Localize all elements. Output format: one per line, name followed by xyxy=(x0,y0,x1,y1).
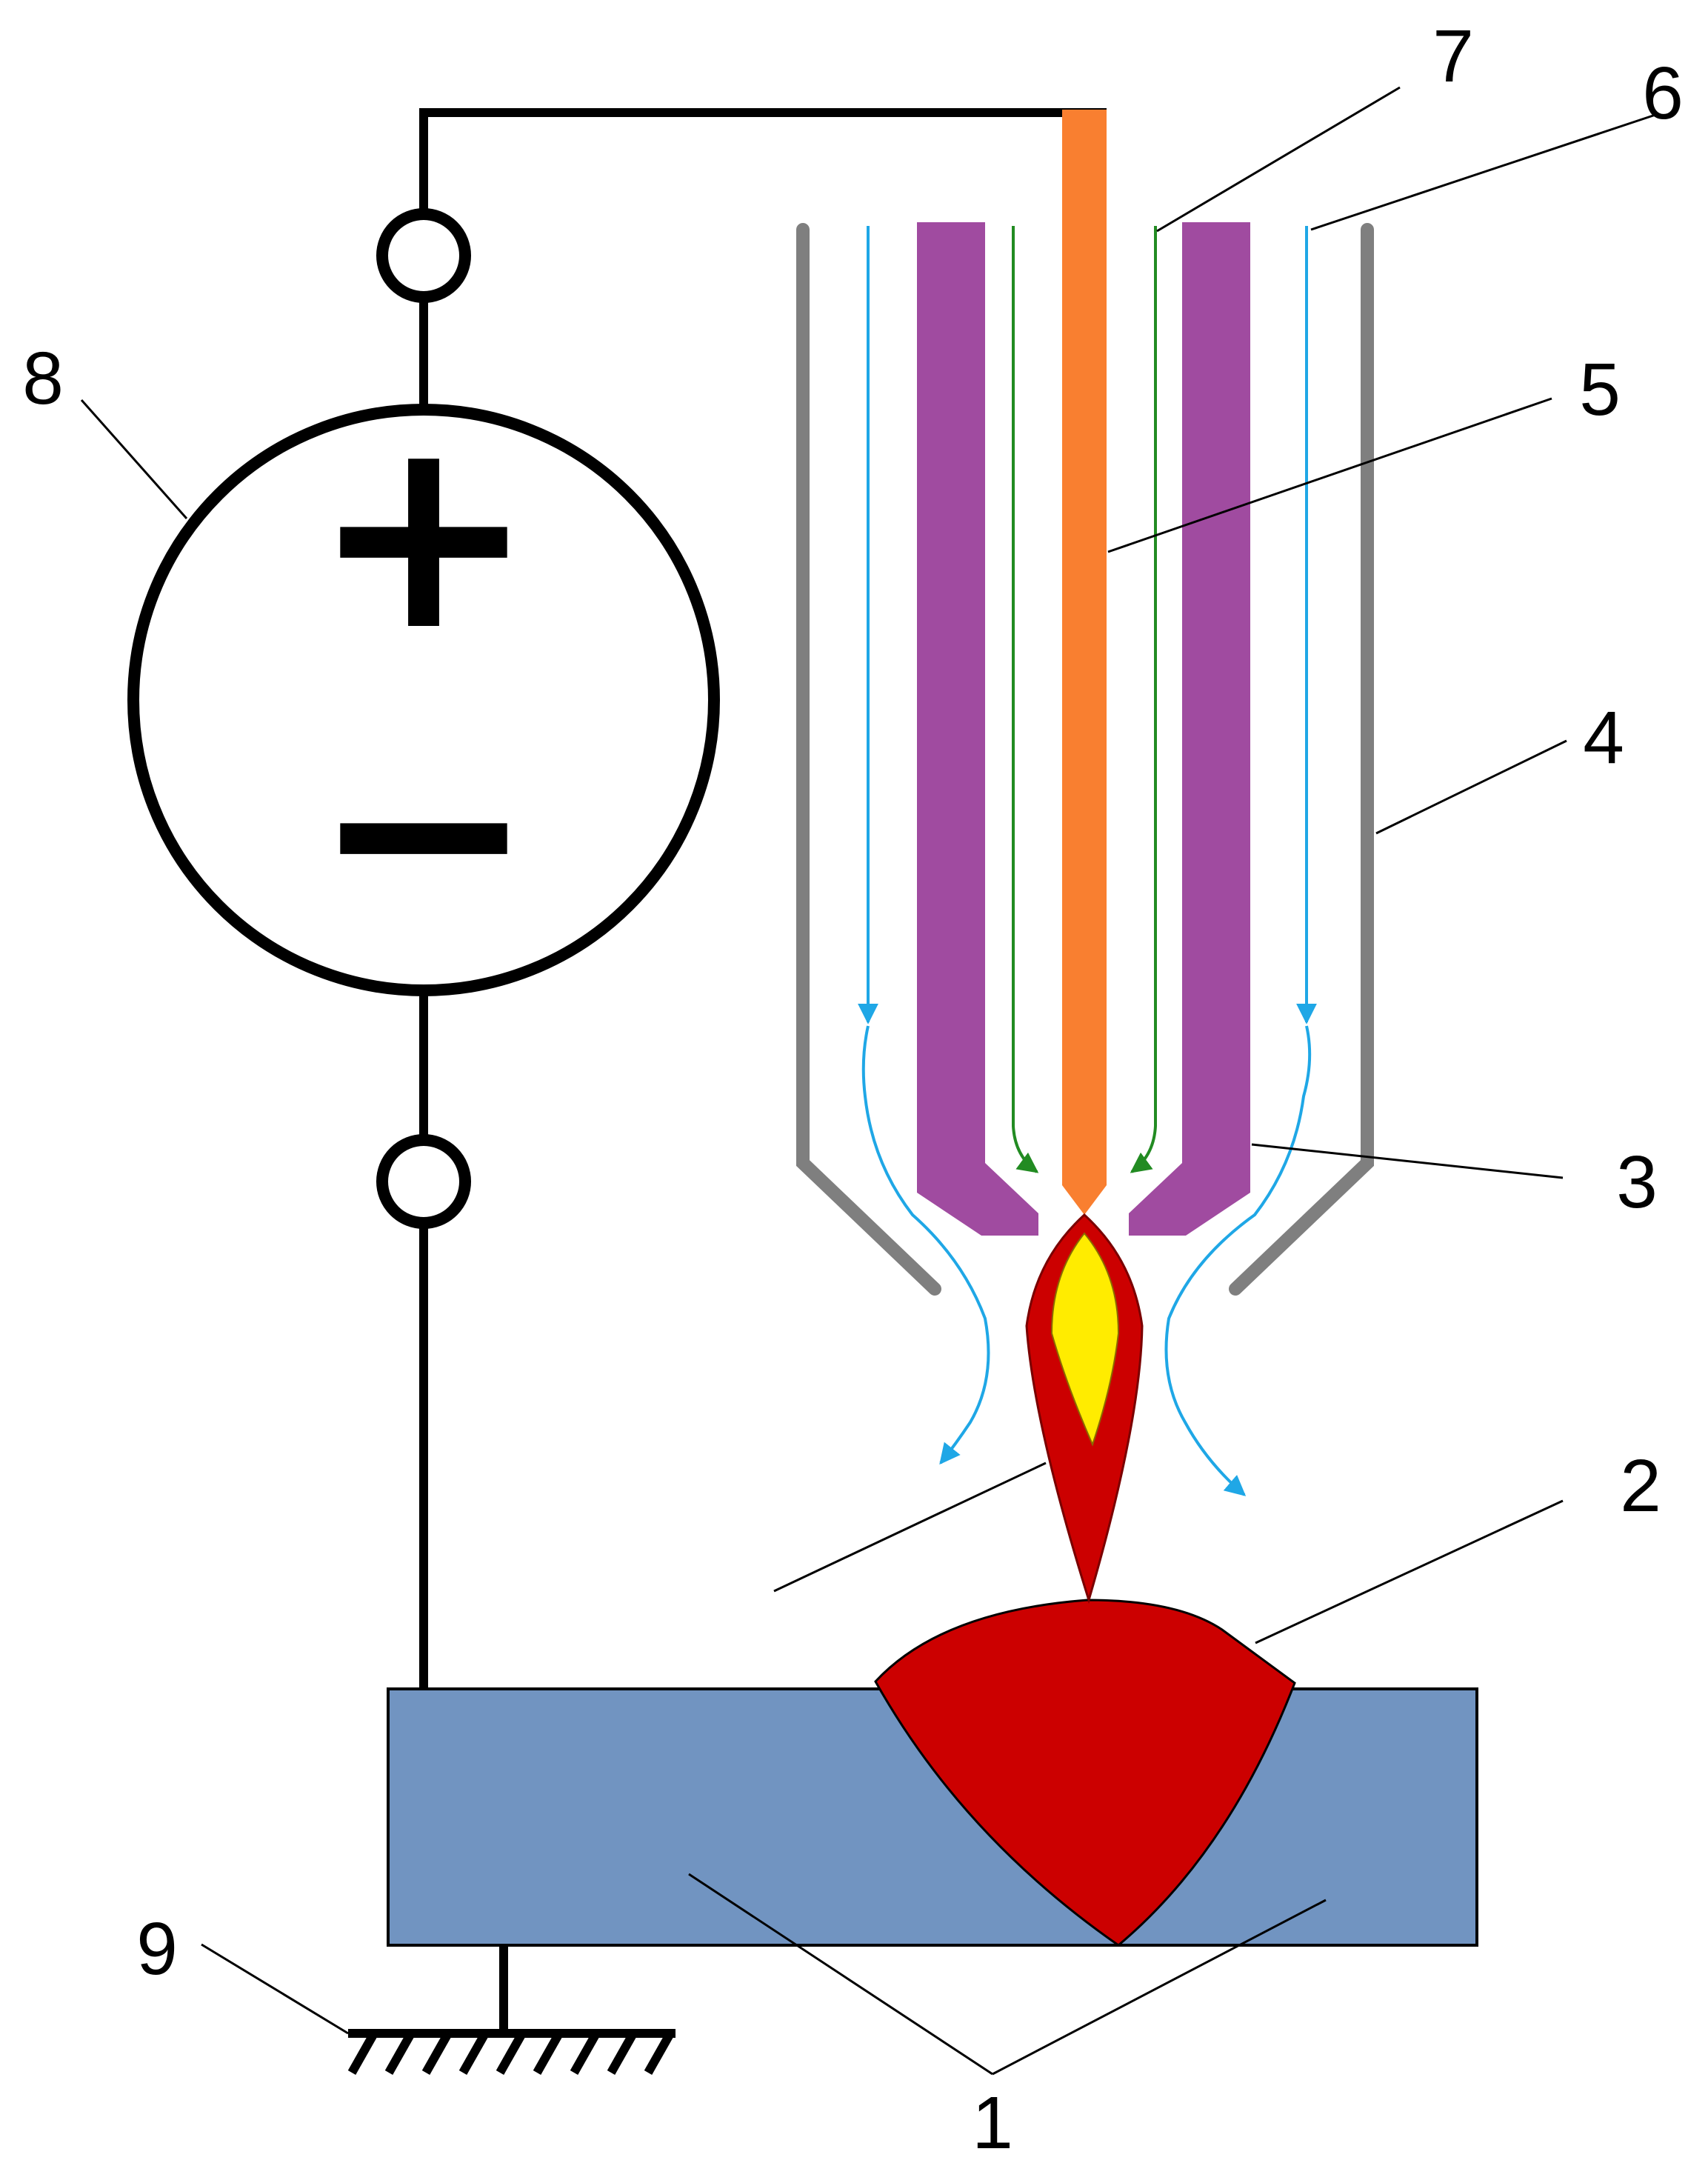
label-3: 3 xyxy=(1616,1141,1658,1224)
label-2: 2 xyxy=(1620,1444,1661,1527)
outer-gas-flow xyxy=(858,226,1317,1496)
top-terminal xyxy=(376,208,471,303)
circuit-wiring xyxy=(419,108,1107,1689)
outer-nozzle-right-wall xyxy=(1229,223,1374,1296)
inner-nozzle xyxy=(917,222,1250,1236)
outer-gas-flow-right-bottom-arrow xyxy=(1164,1025,1312,1496)
outer-gas-flow-left-bottom-arrow xyxy=(861,1025,990,1465)
label-1: 1 xyxy=(972,2082,1013,2163)
leader-8 xyxy=(80,399,188,519)
part-labels: 1 2 3 4 5 6 7 8 9 xyxy=(22,15,1684,2163)
label-5: 5 xyxy=(1579,348,1621,431)
label-7: 7 xyxy=(1432,15,1474,98)
leader-5 xyxy=(1107,397,1552,553)
ground-symbol xyxy=(347,1945,675,2075)
power-source-circle xyxy=(127,404,720,996)
leader-2 xyxy=(1255,1499,1564,1644)
arc-core xyxy=(1050,1232,1120,1447)
weld-pool xyxy=(874,1599,1296,1947)
electrode xyxy=(1062,110,1107,1215)
leader-1a xyxy=(688,1873,993,2076)
negative-symbol: − xyxy=(312,675,536,985)
inner-gas-flow xyxy=(1012,226,1157,1173)
inner-gas-flow-left-arrow xyxy=(1012,226,1039,1173)
inner-nozzle-right-wall xyxy=(1129,222,1250,1236)
leader-9 xyxy=(201,1943,349,2035)
outer-nozzle xyxy=(796,223,1374,1296)
bottom-terminal xyxy=(376,1134,471,1229)
leader-7 xyxy=(1156,86,1401,233)
label-6: 6 xyxy=(1642,52,1684,135)
label-9: 9 xyxy=(136,1907,178,1990)
label-4: 4 xyxy=(1583,696,1624,779)
label-8: 8 xyxy=(22,337,64,420)
inner-gas-flow-right-arrow xyxy=(1130,226,1157,1173)
leader-1b xyxy=(992,1899,1327,2076)
leader-arc xyxy=(773,1462,1047,1593)
power-source: + − xyxy=(127,379,720,996)
inner-nozzle-left-wall xyxy=(917,222,1038,1236)
leader-6 xyxy=(1310,113,1656,231)
outer-nozzle-left-wall xyxy=(796,223,941,1296)
top-lead-wire xyxy=(419,108,1107,215)
welding-arc xyxy=(1025,1213,1144,1604)
leader-4 xyxy=(1375,739,1567,835)
leader-3 xyxy=(1251,1143,1564,1179)
leader-lines xyxy=(80,86,1656,2076)
positive-symbol: + xyxy=(312,379,536,689)
